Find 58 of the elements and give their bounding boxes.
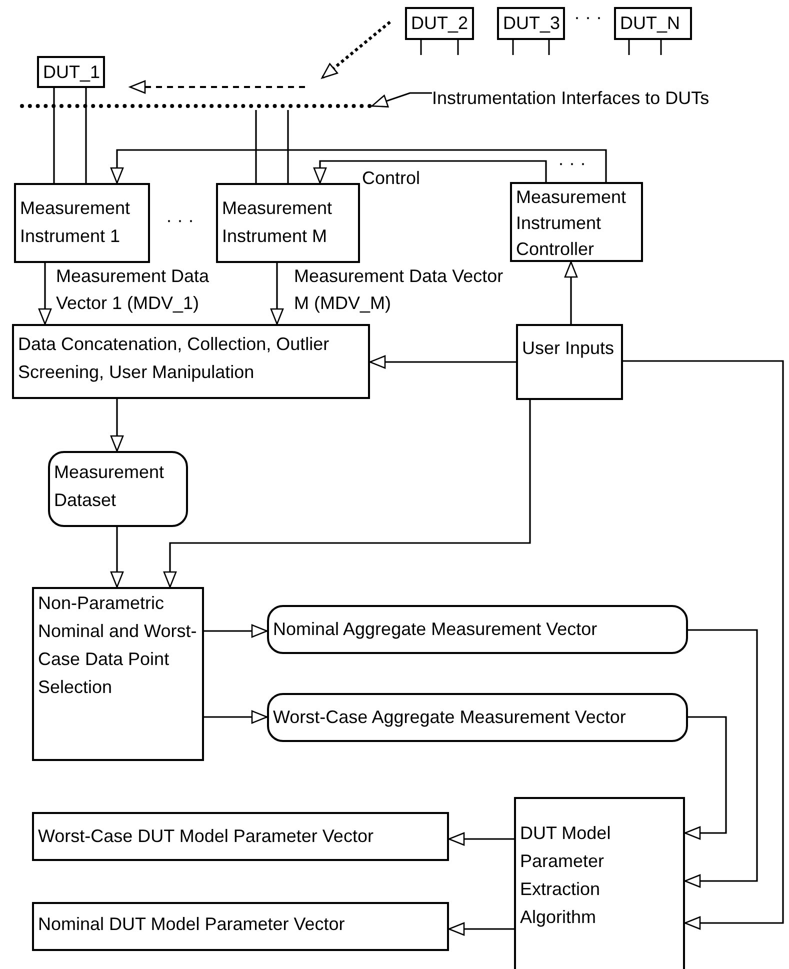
arrow [163,400,531,588]
box-label: Measurement Dataset [54,461,166,512]
process-box [32,902,449,951]
arrow [313,160,547,184]
arrow [110,399,124,452]
leader-line [371,92,432,108]
arrow [204,710,268,724]
box-label: DUT_1 [43,61,99,84]
rounded-box [48,451,188,527]
box-label: Nominal DUT Model Parameter Vector [38,913,346,936]
connector-line [287,110,289,183]
process-box [12,324,370,399]
box-label: Data Concatenation, Collection, Outlier Screening, User Manipulation [18,333,330,384]
arrow [110,149,607,184]
device-box [37,56,105,88]
box-label: User Inputs [522,337,616,360]
arrow [448,922,514,936]
process-box [14,183,150,263]
arrow [110,527,124,588]
process-box [216,183,360,263]
box-label: Measurement Instrument 1 [20,197,132,248]
arrow [564,261,578,324]
ellipsis-mark: · · · [558,152,586,175]
process-box [514,797,685,969]
box-label: Measurement Instrument Controller [516,186,628,261]
rounded-box [267,605,688,654]
box-label: Measurement Instrument M [222,197,334,248]
process-box [32,587,204,761]
box-label: Worst-Case Aggregate Measurement Vector [273,706,627,729]
arrow [623,360,784,930]
box-label: DUT_2 [411,12,468,35]
annotation-text: Instrumentation Interfaces to DUTs [432,87,710,110]
ellipsis-mark: · · · [574,6,602,29]
connector-line [53,88,55,183]
device-box [405,7,474,40]
box-label: DUT_3 [503,12,559,35]
process-box [32,812,449,861]
arrow [270,263,284,325]
arrow [684,629,758,888]
rounded-box [267,693,688,742]
arrow [38,263,52,325]
connector-line [255,110,257,183]
process-box [510,182,643,262]
arrow [684,716,727,840]
device-box [497,7,565,40]
box-label: Nominal Aggregate Measurement Vector [273,618,598,641]
box-label: DUT_N [620,12,682,35]
ellipsis-mark: · · · [166,209,194,232]
process-box [516,324,623,400]
box-label: DUT Model Parameter Extraction Algorithm [520,822,612,929]
arrow [369,355,516,369]
arrow [204,624,268,638]
connector-line [85,88,87,183]
arrow [448,832,514,846]
device-box [614,7,692,40]
box-label: Non-Parametric Nominal and Worst-Case Data Point Selection [38,592,198,699]
interface-bus-line [20,104,372,110]
box-label: Worst-Case DUT Model Parameter Vector [38,825,374,848]
